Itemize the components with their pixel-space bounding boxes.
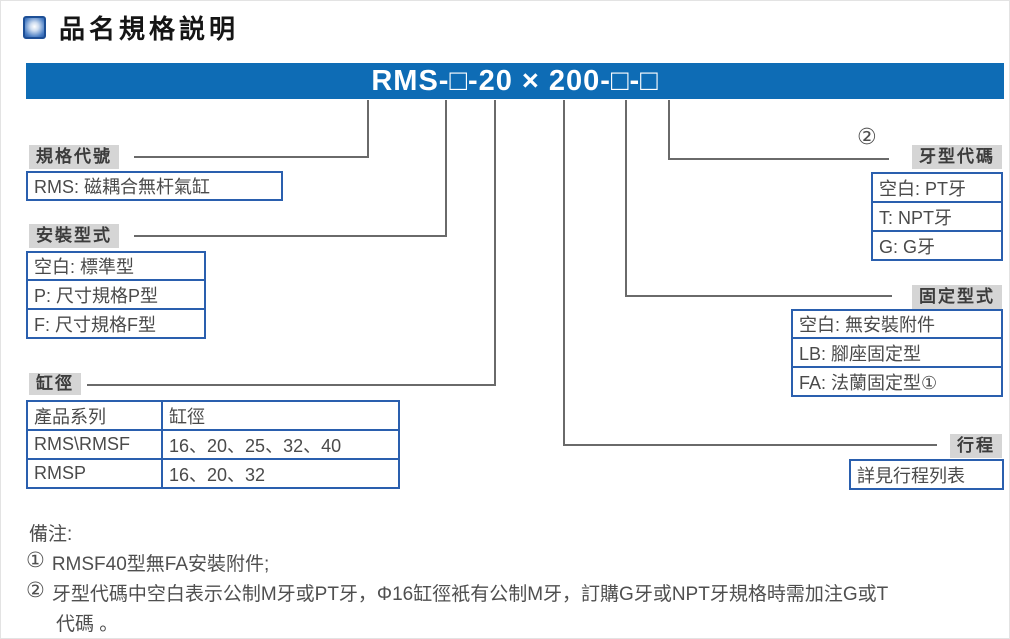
note-1-text: RMSF40型無FA安裝附件; (51, 554, 270, 575)
note-2-text: 牙型代碼中空白表示公制M牙或PT牙，Φ16缸徑衹有公制M牙，訂購G牙或NPT牙規… (51, 584, 889, 605)
bore-table-header-series: 產品系列 (26, 400, 163, 431)
spec-code-label: 規格代號 (29, 145, 119, 169)
model-number-banner: RMS-□-20 × 200-□-□ (26, 63, 1004, 99)
mount-type-label: 安裝型式 (29, 224, 119, 248)
fixing-type-item: FA: 法蘭固定型① (791, 366, 1003, 397)
spec-code-box: RMS: 磁耦合無杆氣缸 (26, 171, 283, 201)
mount-type-item: 空白: 標準型 (26, 251, 206, 281)
thread-code-label: 牙型代碼 (912, 145, 1002, 169)
note-1-mark: ① (26, 549, 45, 572)
fixing-type-item: LB: 腳座固定型 (791, 337, 1003, 368)
notes-heading: 備注: (29, 524, 73, 545)
mount-type-item: F: 尺寸規格F型 (26, 308, 206, 339)
mount-type-box: 空白: 標準型 P: 尺寸規格P型 F: 尺寸規格F型 (26, 251, 206, 339)
bore-label: 缸徑 (29, 373, 81, 395)
stroke-item: 詳見行程列表 (849, 459, 1004, 490)
fixing-type-box: 空白: 無安裝附件 LB: 腳座固定型 FA: 法蘭固定型① (791, 309, 1003, 397)
thread-code-box: 空白: PT牙 T: NPT牙 G: G牙 (871, 172, 1003, 261)
note-2-mark: ② (26, 579, 45, 602)
table-row: RMS\RMSF 16、20、25、32、40 (26, 429, 400, 460)
table-row: RMSP 16、20、32 (26, 458, 400, 489)
bore-table-header-bore: 缸徑 (161, 400, 400, 431)
spec-code-item: RMS: 磁耦合無杆氣缸 (26, 171, 283, 201)
thread-code-item: 空白: PT牙 (871, 172, 1003, 203)
section-bullet-icon (23, 16, 46, 39)
note-2-text-line2: 代碼 。 (56, 614, 119, 635)
bore-table-cell: 16、20、25、32、40 (161, 429, 400, 460)
table-row: 產品系列 缸徑 (26, 400, 400, 431)
thread-code-ref-mark: ② (857, 124, 877, 149)
thread-code-item: T: NPT牙 (871, 201, 1003, 232)
stroke-label: 行程 (950, 434, 1002, 458)
page-title: 品名規格説明 (59, 14, 240, 44)
fixing-type-label: 固定型式 (912, 285, 1002, 309)
model-number-text: RMS-□-20 × 200-□-□ (371, 65, 659, 97)
note-item-1: ① RMSF40型無FA安裝附件; (26, 549, 269, 576)
bore-table: 產品系列 缸徑 RMS\RMSF 16、20、25、32、40 RMSP 16、… (26, 400, 400, 489)
page-header: 品名規格説明 (23, 9, 239, 46)
fixing-type-item: 空白: 無安裝附件 (791, 309, 1003, 339)
mount-type-item: P: 尺寸規格P型 (26, 279, 206, 310)
note-item-2: ② 牙型代碼中空白表示公制M牙或PT牙，Φ16缸徑衹有公制M牙，訂購G牙或NPT… (26, 579, 888, 606)
bore-table-cell: RMS\RMSF (26, 429, 163, 460)
bore-table-cell: RMSP (26, 458, 163, 489)
bore-table-cell: 16、20、32 (161, 458, 400, 489)
note-item-2-continued: 代碼 。 (56, 609, 118, 636)
thread-code-item: G: G牙 (871, 230, 1003, 261)
stroke-box: 詳見行程列表 (849, 459, 1004, 490)
